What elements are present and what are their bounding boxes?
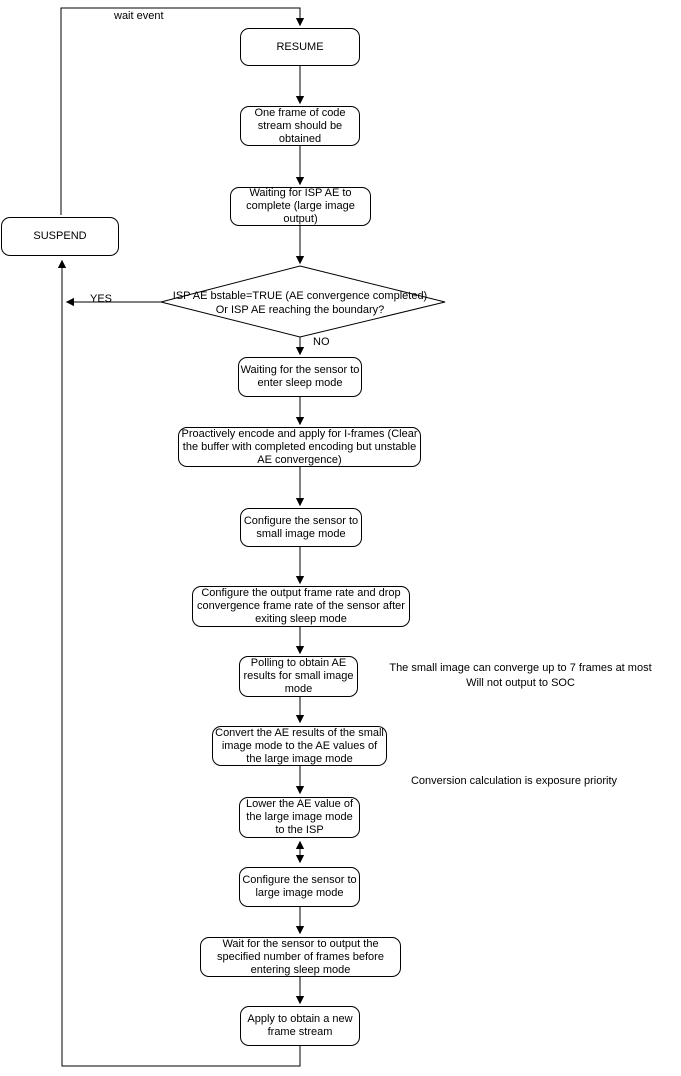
- annotation-small-image-line2: Will not output to SOC: [466, 677, 575, 689]
- node-lower-ae: Lower the AE value of the large image mo…: [239, 797, 360, 838]
- node-polling-ae: Polling to obtain AE results for small i…: [239, 656, 358, 697]
- edge-suspend-to-resume: [60, 7, 305, 215]
- node-decision-label: ISP AE bstable=TRUE (AE convergence comp…: [100, 289, 500, 317]
- node-config-large-mode: Configure the sensor to large image mode: [239, 867, 360, 907]
- node-apply-new-stream: Apply to obtain a new frame stream: [240, 1006, 360, 1046]
- node-one-frame: One frame of code stream should be obtai…: [240, 106, 360, 146]
- node-resume: RESUME: [240, 28, 360, 66]
- node-waiting-isp-ae: Waiting for ISP AE to complete (large im…: [230, 187, 371, 226]
- node-proactive-encode: Proactively encode and apply for I-frame…: [178, 427, 421, 467]
- node-config-small-mode: Configure the sensor to small image mode: [240, 508, 362, 547]
- node-wait-frames: Wait for the sensor to output the specif…: [200, 937, 401, 977]
- node-convert-ae: Convert the AE results of the small imag…: [212, 726, 387, 766]
- node-waiting-sensor-sleep: Waiting for the sensor to enter sleep mo…: [238, 357, 362, 397]
- node-config-output-rate: Configure the output frame rate and drop…: [192, 586, 410, 627]
- edge-label-no: NO: [313, 336, 330, 348]
- edge-label-yes: YES: [90, 293, 113, 305]
- decision-line1: ISP AE bstable=TRUE (AE convergence comp…: [172, 290, 428, 302]
- node-suspend: SUSPEND: [1, 217, 119, 256]
- annotation-small-image-line1: The small image can converge up to 7 fra…: [389, 662, 652, 674]
- decision-diamond: [160, 265, 446, 338]
- edge-apply-loop-to-suspend: [57, 259, 301, 1067]
- decision-line2: Or ISP AE reaching the boundary?: [215, 304, 385, 316]
- annotation-small-image: The small image can converge up to 7 fra…: [380, 661, 661, 691]
- edge-label-wait-event: wait event: [114, 10, 164, 22]
- annotation-conversion: Conversion calculation is exposure prior…: [410, 775, 618, 787]
